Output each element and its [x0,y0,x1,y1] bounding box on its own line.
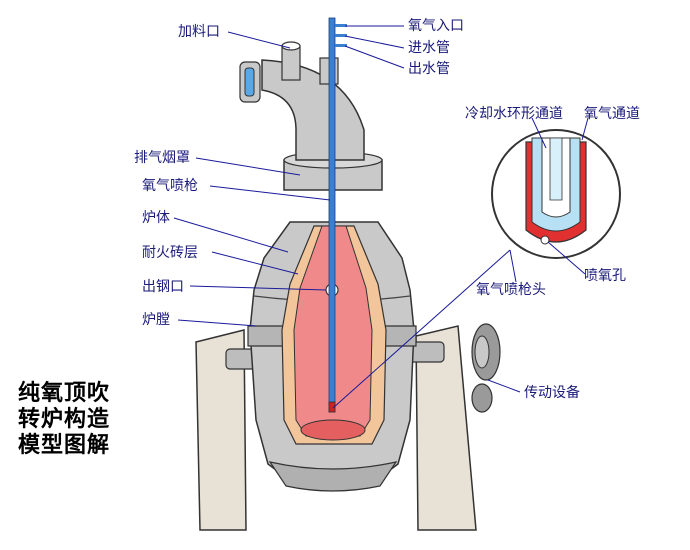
drive-gear [471,323,501,413]
label-water-in: 进水管 [408,40,450,56]
lance-fittings [335,24,347,47]
oxygen-lance [328,17,336,413]
label-furnace-body: 炉体 [142,210,170,226]
label-exhaust-hood: 排气烟罩 [134,150,190,166]
label-nozzle-hole: 喷氧孔 [584,268,626,284]
label-water-out: 出水管 [408,61,450,77]
label-tap-hole: 出钢口 [142,279,184,295]
right-support-stand [415,325,477,531]
left-support-stand [195,329,247,531]
label-oxygen-inlet: 氧气入口 [408,18,464,34]
label-cooling-channel: 冷却水环形通道 [465,106,563,122]
molten-bath [300,419,366,441]
shell-bottom-band [268,461,398,492]
label-furnace-chamber: 炉膛 [142,312,170,328]
lance-head-detail [491,129,621,259]
label-lance-head: 氧气喷枪头 [476,282,546,298]
diagram-title-line2: 转炉构造 [18,406,111,432]
diagram-title-line3: 模型图解 [18,432,111,458]
diagram-title-line1: 纯氧顶吹 [18,380,111,406]
lance-tip [328,401,336,413]
label-feed-port: 加料口 [178,24,220,40]
label-oxygen-lance: 氧气喷枪 [142,178,198,194]
label-oxygen-channel: 氧气通道 [584,106,640,122]
label-drive-device: 传动设备 [524,385,580,401]
leader-lines [173,25,589,409]
label-refractory-layer: 耐火砖层 [142,245,198,261]
exhaust-hood [239,41,383,191]
